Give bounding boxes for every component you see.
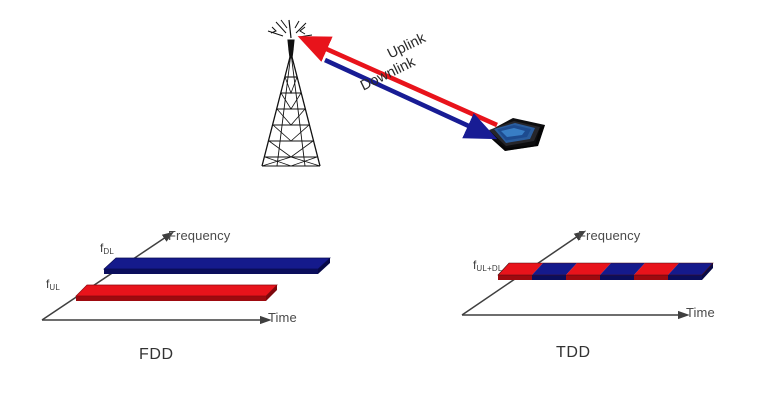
tdd-caption: TDD [556,344,591,361]
fdd-ful-subscript: UL [49,283,60,292]
fdd-caption: FDD [139,346,174,363]
fdd-uplink-frequency-label: fUL [46,277,60,292]
fdd-downlink-frequency-label: fDL [100,241,114,256]
tdd-time-axis-label: Time [686,305,715,320]
tdd-frequency-axis-label: Frequency [578,228,641,243]
fdd-ful-base: f [46,277,50,291]
tdd-shared-band [497,262,714,280]
fdd-time-axis-label: Time [268,310,297,325]
fdd-frequency-axis-label: Frequency [168,228,231,243]
downlink-arrow [324,57,498,140]
fdd-uplink-band [75,284,278,301]
fdd-downlink-band [103,257,331,274]
fdd-fdl-subscript: DL [103,247,114,256]
tdd-fuldl-subscript: UL+DL [476,264,503,273]
smartphone-icon [485,118,545,151]
fdd-fdl-base: f [100,241,104,255]
tdd-shared-frequency-label: fUL+DL [473,258,503,273]
cell-tower-icon [261,19,321,167]
tdd-fuldl-base: f [473,258,477,272]
uplink-arrow [297,36,498,128]
fdd-axes [41,231,272,325]
